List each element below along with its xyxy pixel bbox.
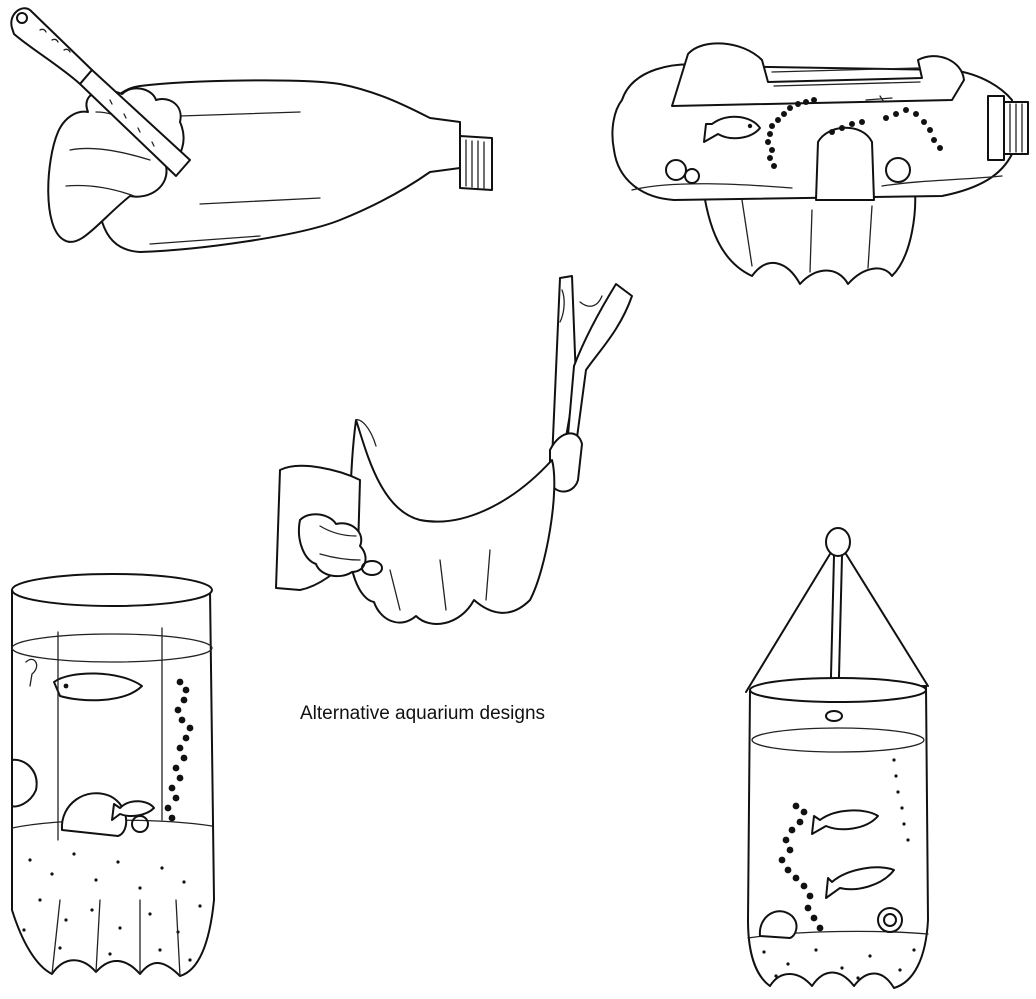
upright-bottle-aquarium-illustration bbox=[0, 570, 240, 990]
scissors-trimming-illustration bbox=[260, 270, 660, 670]
diagram-caption: Alternative aquarium designs bbox=[300, 703, 660, 725]
bottle-cutting-illustration bbox=[0, 0, 500, 275]
horizontal-bottle-aquarium-illustration bbox=[592, 30, 1036, 290]
hanging-bottle-aquarium-illustration bbox=[730, 520, 950, 995]
